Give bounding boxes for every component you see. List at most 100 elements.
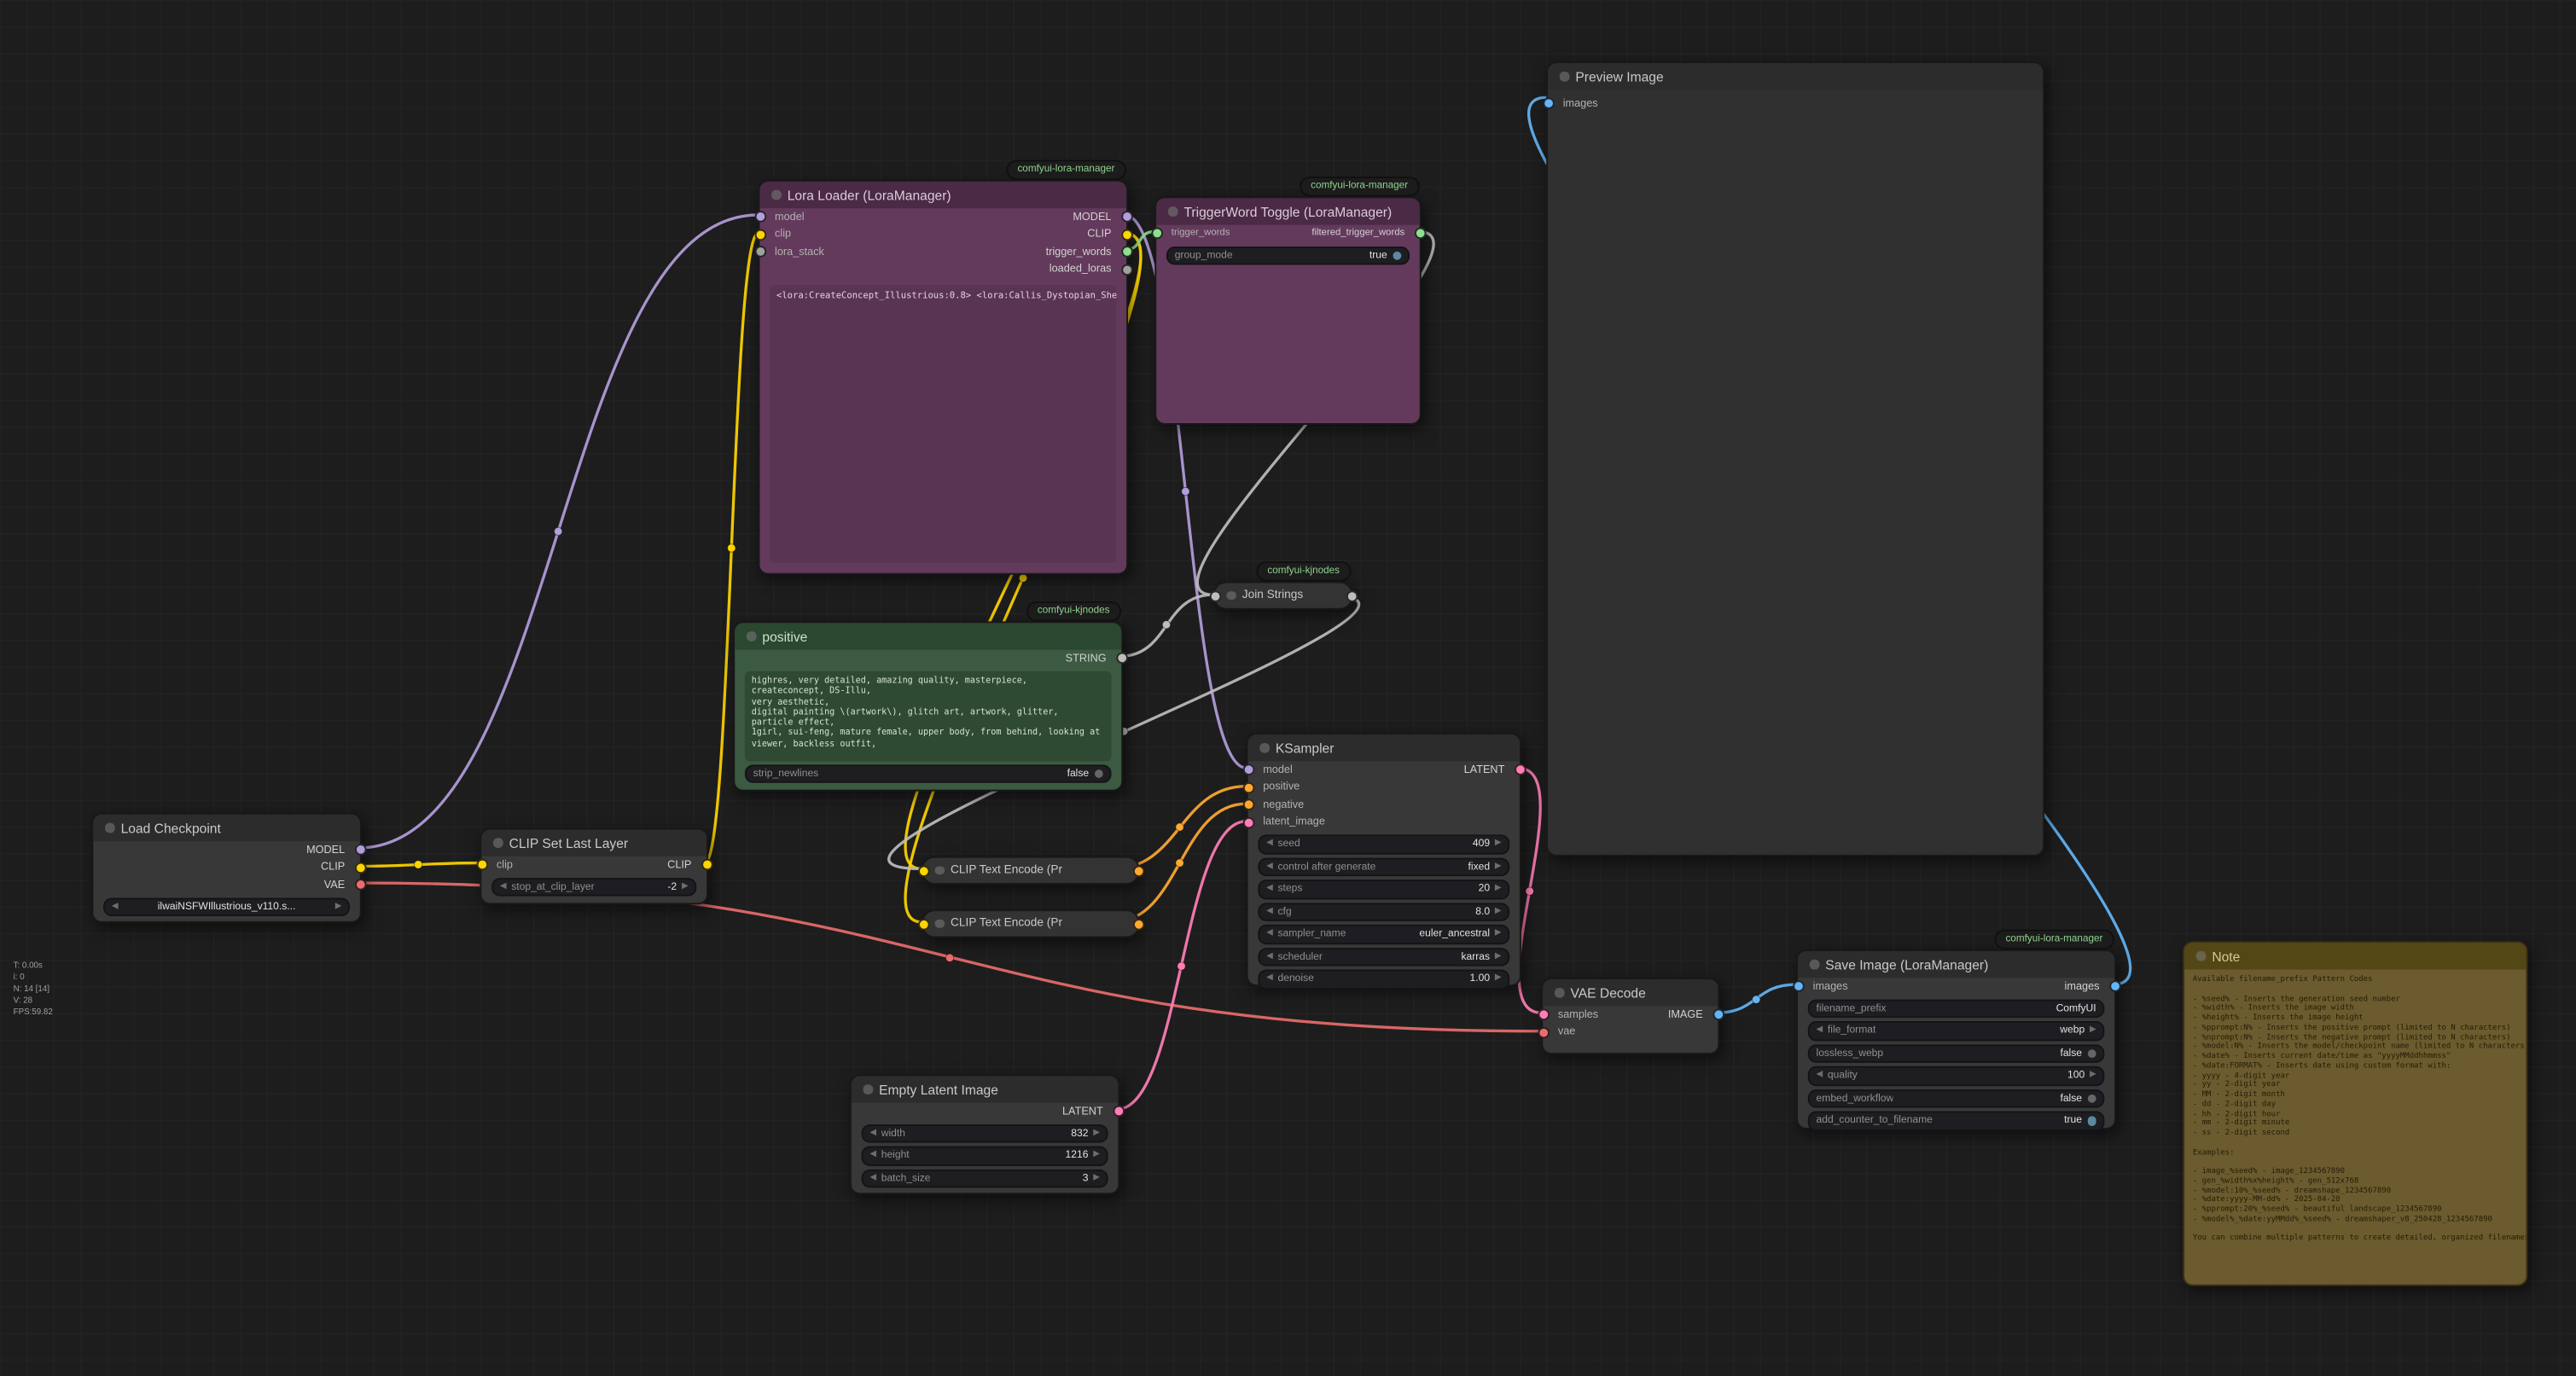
widget-quality[interactable]: ◀ quality 100 ▶ [1807, 1065, 2105, 1086]
collapse-dot-icon[interactable] [746, 631, 756, 642]
prev-arrow-icon[interactable]: ◀ [869, 1172, 876, 1182]
node-clip-text-encode-negative[interactable]: CLIP Text Encode (Pr [917, 909, 1144, 938]
input-pin[interactable] [1208, 589, 1221, 601]
input-pin-samples[interactable] [1537, 1008, 1550, 1021]
node-load-checkpoint[interactable]: Load Checkpoint MODEL CLIP VAE ◀ ilwaiNS… [91, 812, 366, 923]
output-pin-clip[interactable] [1120, 229, 1132, 241]
node-title[interactable]: Lora Loader (LoraManager) [759, 181, 1127, 209]
output-pin-model[interactable] [353, 844, 366, 856]
input-pin-lora-stack[interactable] [753, 246, 766, 258]
toggle-knob-icon[interactable] [2086, 1116, 2096, 1126]
widget-seed[interactable]: ◀ seed 409 ▶ [1258, 834, 1510, 854]
collapse-dot-icon[interactable] [1809, 960, 1819, 970]
widget-control-after-generate[interactable]: ◀ control after generate fixed ▶ [1258, 856, 1510, 877]
node-save-image[interactable]: comfyui-lora-manager Save Image (LoraMan… [1792, 929, 2120, 1130]
output-pin-loaded-loras[interactable] [1120, 264, 1132, 276]
widget-denoise[interactable]: ◀ denoise 1.00 ▶ [1258, 969, 1510, 989]
output-pin-clip[interactable] [701, 859, 712, 871]
output-pin-images[interactable] [2108, 980, 2120, 993]
prev-arrow-icon[interactable]: ◀ [1266, 928, 1273, 938]
collapse-dot-icon[interactable] [1559, 72, 1569, 82]
output-pin-image[interactable] [1712, 1008, 1724, 1021]
next-arrow-icon[interactable]: ▶ [2090, 1025, 2096, 1036]
prev-arrow-icon[interactable]: ◀ [499, 880, 507, 891]
collapse-dot-icon[interactable] [105, 823, 114, 833]
next-arrow-icon[interactable]: ▶ [1494, 928, 1502, 938]
output-pin-filtered-trigger-words[interactable] [1413, 228, 1426, 240]
prev-arrow-icon[interactable]: ◀ [869, 1127, 876, 1138]
node-title[interactable]: positive [735, 623, 1122, 650]
input-pin[interactable] [917, 864, 929, 877]
toggle-knob-icon[interactable] [2086, 1048, 2096, 1059]
prev-arrow-icon[interactable]: ◀ [1266, 838, 1273, 849]
next-arrow-icon[interactable]: ▶ [1494, 972, 1502, 984]
note-body[interactable]: Available filename_prefix Pattern Codes-… [2184, 970, 2527, 1251]
node-vae-decode[interactable]: VAE Decode samples IMAGE vae [1537, 978, 1724, 1055]
next-arrow-icon[interactable]: ▶ [1494, 838, 1502, 849]
toggle-words-area[interactable] [1156, 271, 1420, 423]
toggle-knob-icon[interactable] [1094, 769, 1103, 778]
next-arrow-icon[interactable]: ▶ [1093, 1127, 1100, 1138]
node-title[interactable]: TriggerWord Toggle (LoraManager) [1156, 198, 1420, 225]
widget-sampler-name[interactable]: ◀ sampler_name euler_ancestral ▶ [1258, 924, 1510, 944]
output-pin-trigger-words[interactable] [1120, 246, 1132, 258]
node-join-strings[interactable]: comfyui-kjnodes Join Strings [1208, 561, 1358, 610]
output-pin[interactable] [1131, 864, 1144, 877]
node-title[interactable]: CLIP Set Last Layer [481, 829, 707, 856]
node-clip-text-encode-positive[interactable]: CLIP Text Encode (Pr [917, 856, 1144, 885]
node-title[interactable]: KSampler [1247, 734, 1520, 762]
widget-group-mode[interactable]: group_mode true [1166, 246, 1410, 265]
widget-scheduler[interactable]: ◀ scheduler karras ▶ [1258, 947, 1510, 967]
widget-ckpt-name[interactable]: ◀ ilwaiNSFWIllustrious_v110.s... ▶ [103, 897, 351, 917]
node-title[interactable]: Note [2184, 943, 2527, 970]
input-pin-model[interactable] [753, 211, 766, 224]
collapse-dot-icon[interactable] [2195, 951, 2206, 961]
prev-arrow-icon[interactable]: ◀ [1266, 950, 1273, 961]
output-pin[interactable] [1131, 917, 1144, 930]
next-arrow-icon[interactable]: ▶ [1494, 861, 1502, 871]
collapse-dot-icon[interactable] [1554, 988, 1564, 998]
loras-widget[interactable]: <lora:CreateConcept_Illustrious:0.8> <lo… [770, 284, 1117, 564]
next-arrow-icon[interactable]: ▶ [1093, 1149, 1100, 1160]
prev-arrow-icon[interactable]: ◀ [111, 900, 119, 911]
output-pin[interactable] [1345, 589, 1358, 601]
input-pin[interactable] [917, 917, 929, 930]
input-pin-trigger-words[interactable] [1150, 228, 1163, 240]
collapse-dot-icon[interactable] [934, 919, 945, 929]
output-pin-latent[interactable] [1514, 763, 1526, 776]
prev-arrow-icon[interactable]: ◀ [1816, 1070, 1823, 1080]
widget-add-counter-to-filename[interactable]: add_counter_to_filename true [1807, 1111, 2105, 1130]
output-pin-latent[interactable] [1112, 1106, 1125, 1118]
next-arrow-icon[interactable]: ▶ [1494, 883, 1502, 894]
collapse-dot-icon[interactable] [1259, 743, 1270, 753]
collapse-dot-icon[interactable] [493, 838, 503, 848]
input-pin-negative[interactable] [1241, 798, 1254, 811]
output-pin-model[interactable] [1120, 211, 1132, 224]
widget-file-format[interactable]: ◀ file_format webp ▶ [1807, 1021, 2105, 1041]
prompt-textarea[interactable]: highres, very detailed, amazing quality,… [744, 671, 1112, 762]
prev-arrow-icon[interactable]: ◀ [1266, 883, 1273, 894]
input-pin-clip[interactable] [475, 859, 488, 871]
prev-arrow-icon[interactable]: ◀ [1266, 972, 1273, 984]
widget-width[interactable]: ◀ width 832 ▶ [861, 1123, 1108, 1143]
node-empty-latent-image[interactable]: Empty Latent Image LATENT ◀ width 832 ▶ … [849, 1074, 1125, 1195]
node-triggerword-toggle[interactable]: comfyui-lora-manager TriggerWord Toggle … [1150, 176, 1426, 425]
widget-strip-newlines[interactable]: strip_newlines false [744, 763, 1112, 783]
prev-arrow-icon[interactable]: ◀ [1816, 1025, 1823, 1036]
node-title[interactable]: VAE Decode [1543, 979, 1718, 1007]
collapse-dot-icon[interactable] [1226, 590, 1236, 601]
toggle-knob-icon[interactable] [1392, 250, 1402, 260]
node-ksampler[interactable]: KSampler model LATENT positive negative … [1241, 733, 1526, 989]
toggle-knob-icon[interactable] [2086, 1094, 2096, 1103]
output-pin-vae[interactable] [353, 879, 366, 891]
node-lora-loader[interactable]: comfyui-lora-manager Lora Loader (LoraMa… [753, 160, 1132, 575]
node-positive-prompt[interactable]: comfyui-kjnodes positive STRING highres,… [733, 601, 1128, 792]
next-arrow-icon[interactable]: ▶ [1093, 1172, 1100, 1182]
next-arrow-icon[interactable]: ▶ [1494, 950, 1502, 961]
next-arrow-icon[interactable]: ▶ [1494, 905, 1502, 916]
widget-filename-prefix[interactable]: filename_prefix ComfyUI [1807, 998, 2105, 1019]
input-pin-images[interactable] [1542, 97, 1554, 110]
input-pin-positive[interactable] [1241, 781, 1254, 794]
node-note[interactable]: Note Available filename_prefix Pattern C… [2183, 941, 2528, 1286]
